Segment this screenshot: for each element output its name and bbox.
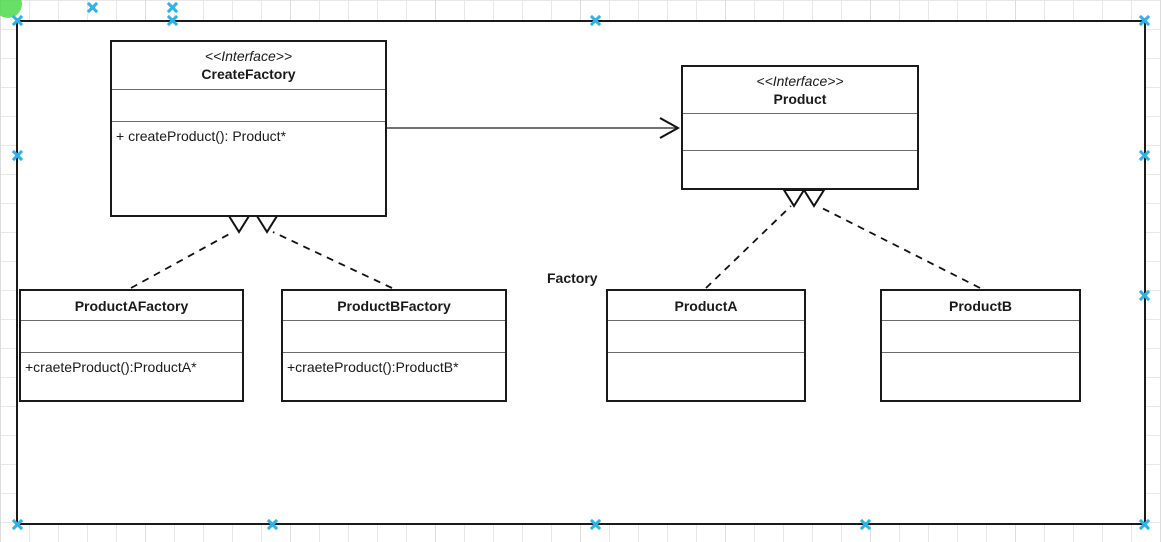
class-attributes-compartment-product[interactable] (683, 114, 917, 151)
class-header-create-factory: <<Interface>> CreateFactory (112, 42, 385, 90)
resize-handle-bottom-right[interactable] (1138, 518, 1151, 531)
class-operation-text: +craeteProduct():ProductA* (25, 359, 197, 375)
class-attributes-compartment-product-b[interactable] (882, 321, 1079, 353)
class-operations-compartment-product-a-factory[interactable]: +craeteProduct():ProductA* (21, 353, 242, 400)
selection-handle-toolbar-c[interactable] (166, 14, 179, 27)
class-stereotype: <<Interface>> (204, 48, 293, 64)
class-operations-compartment-product[interactable] (683, 151, 917, 192)
resize-handle-top-center[interactable] (589, 14, 602, 27)
resize-handle-bottom-center[interactable] (589, 518, 602, 531)
resize-handle-top-left[interactable] (11, 14, 24, 27)
uml-class-create-factory[interactable]: <<Interface>> CreateFactory + createProd… (110, 40, 387, 217)
class-attributes-compartment-product-a[interactable] (608, 321, 804, 353)
class-operations-compartment-product-b[interactable] (882, 353, 1079, 400)
class-attribute-text (283, 321, 505, 327)
class-header-product-b-factory: ProductBFactory (283, 291, 505, 321)
class-operations-compartment-product-b-factory[interactable]: +craeteProduct():ProductB* (283, 353, 505, 400)
resize-handle-bottom-center-left[interactable] (266, 518, 279, 531)
resize-handle-right-middle[interactable] (1138, 289, 1151, 302)
class-name-label: CreateFactory (201, 66, 296, 82)
class-stereotype: <<Interface>> (756, 73, 844, 89)
uml-class-product-a-factory[interactable]: ProductAFactory +craeteProduct():Product… (19, 289, 244, 402)
uml-class-product-a[interactable]: ProductA (606, 289, 806, 402)
resize-handle-left-upper[interactable] (11, 149, 24, 162)
class-operation-text: +craeteProduct():ProductB* (287, 359, 459, 375)
class-header-product: <<Interface>> Product (683, 67, 917, 114)
diagram-title-label[interactable]: Factory (547, 270, 598, 286)
resize-handle-right-upper[interactable] (1138, 149, 1151, 162)
class-header-product-a-factory: ProductAFactory (21, 291, 242, 321)
class-operations-compartment-create-factory[interactable]: + createProduct(): Product* (112, 122, 385, 215)
uml-class-product-b-factory[interactable]: ProductBFactory +craeteProduct():Product… (281, 289, 507, 402)
resize-handle-bottom-left[interactable] (11, 518, 24, 531)
class-attributes-compartment-product-a-factory[interactable] (21, 321, 242, 353)
resize-handle-bottom-center-right[interactable] (859, 518, 872, 531)
class-operation-text (882, 353, 1079, 359)
uml-class-product[interactable]: <<Interface>> Product (681, 65, 919, 190)
class-attribute-text (882, 321, 1079, 327)
class-operation-text (683, 151, 917, 157)
class-header-product-a: ProductA (608, 291, 804, 321)
uml-class-product-b[interactable]: ProductB (880, 289, 1081, 402)
class-operations-compartment-product-a[interactable] (608, 353, 804, 400)
class-operation-text: + createProduct(): Product* (116, 128, 287, 144)
class-attribute-text (21, 321, 242, 327)
class-attribute-text (608, 321, 804, 327)
class-operation-text (608, 353, 804, 359)
class-attribute-text (112, 90, 385, 96)
class-name-label: Product (773, 91, 827, 107)
class-attributes-compartment-create-factory[interactable] (112, 90, 385, 122)
class-attribute-text (683, 114, 917, 120)
selection-handle-toolbar-a[interactable] (86, 1, 99, 14)
class-attributes-compartment-product-b-factory[interactable] (283, 321, 505, 353)
class-header-product-b: ProductB (882, 291, 1079, 321)
resize-handle-top-right[interactable] (1138, 14, 1151, 27)
selection-handle-toolbar-b[interactable] (166, 1, 179, 14)
